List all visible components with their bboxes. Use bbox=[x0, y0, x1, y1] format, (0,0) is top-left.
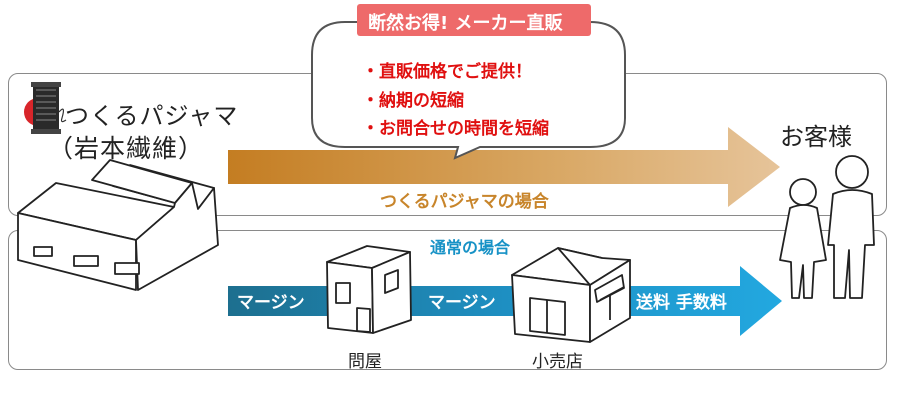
thread-spool-icon bbox=[24, 82, 67, 134]
company-name: （岩本繊維） bbox=[48, 134, 205, 163]
normal-route-title: 通常の場合 bbox=[430, 238, 511, 257]
wholesaler-building-icon bbox=[326, 245, 412, 334]
callout-badge bbox=[357, 4, 591, 36]
customers-icon bbox=[779, 155, 875, 299]
direct-route-arrow bbox=[228, 127, 780, 207]
callout-bullet-price: ・直販価格でご提供！ bbox=[362, 62, 532, 82]
customer-label: お客様 bbox=[780, 123, 852, 151]
normal-route-arrow bbox=[228, 266, 782, 336]
callout-balloon bbox=[311, 21, 626, 160]
margin-label-2: マージン bbox=[428, 293, 496, 313]
brand-name: つくるパジャマ bbox=[65, 102, 239, 130]
callout-bullet-inquiry: ・お問合せの時間を短縮 bbox=[362, 119, 549, 139]
fees-label: 送料 手数料 bbox=[636, 293, 727, 313]
wholesaler-label: 問屋 bbox=[348, 352, 382, 372]
callout-bullet-delivery: ・納期の短縮 bbox=[362, 91, 464, 111]
callout-badge-text: 断然お得! メーカー直販 bbox=[368, 13, 563, 34]
direct-route-label: つくるパジャマの場合 bbox=[380, 192, 549, 212]
retailer-label: 小売店 bbox=[532, 352, 583, 372]
factory-icon bbox=[17, 159, 219, 291]
retail-store-icon bbox=[511, 247, 631, 343]
margin-label-1: マージン bbox=[237, 293, 305, 313]
